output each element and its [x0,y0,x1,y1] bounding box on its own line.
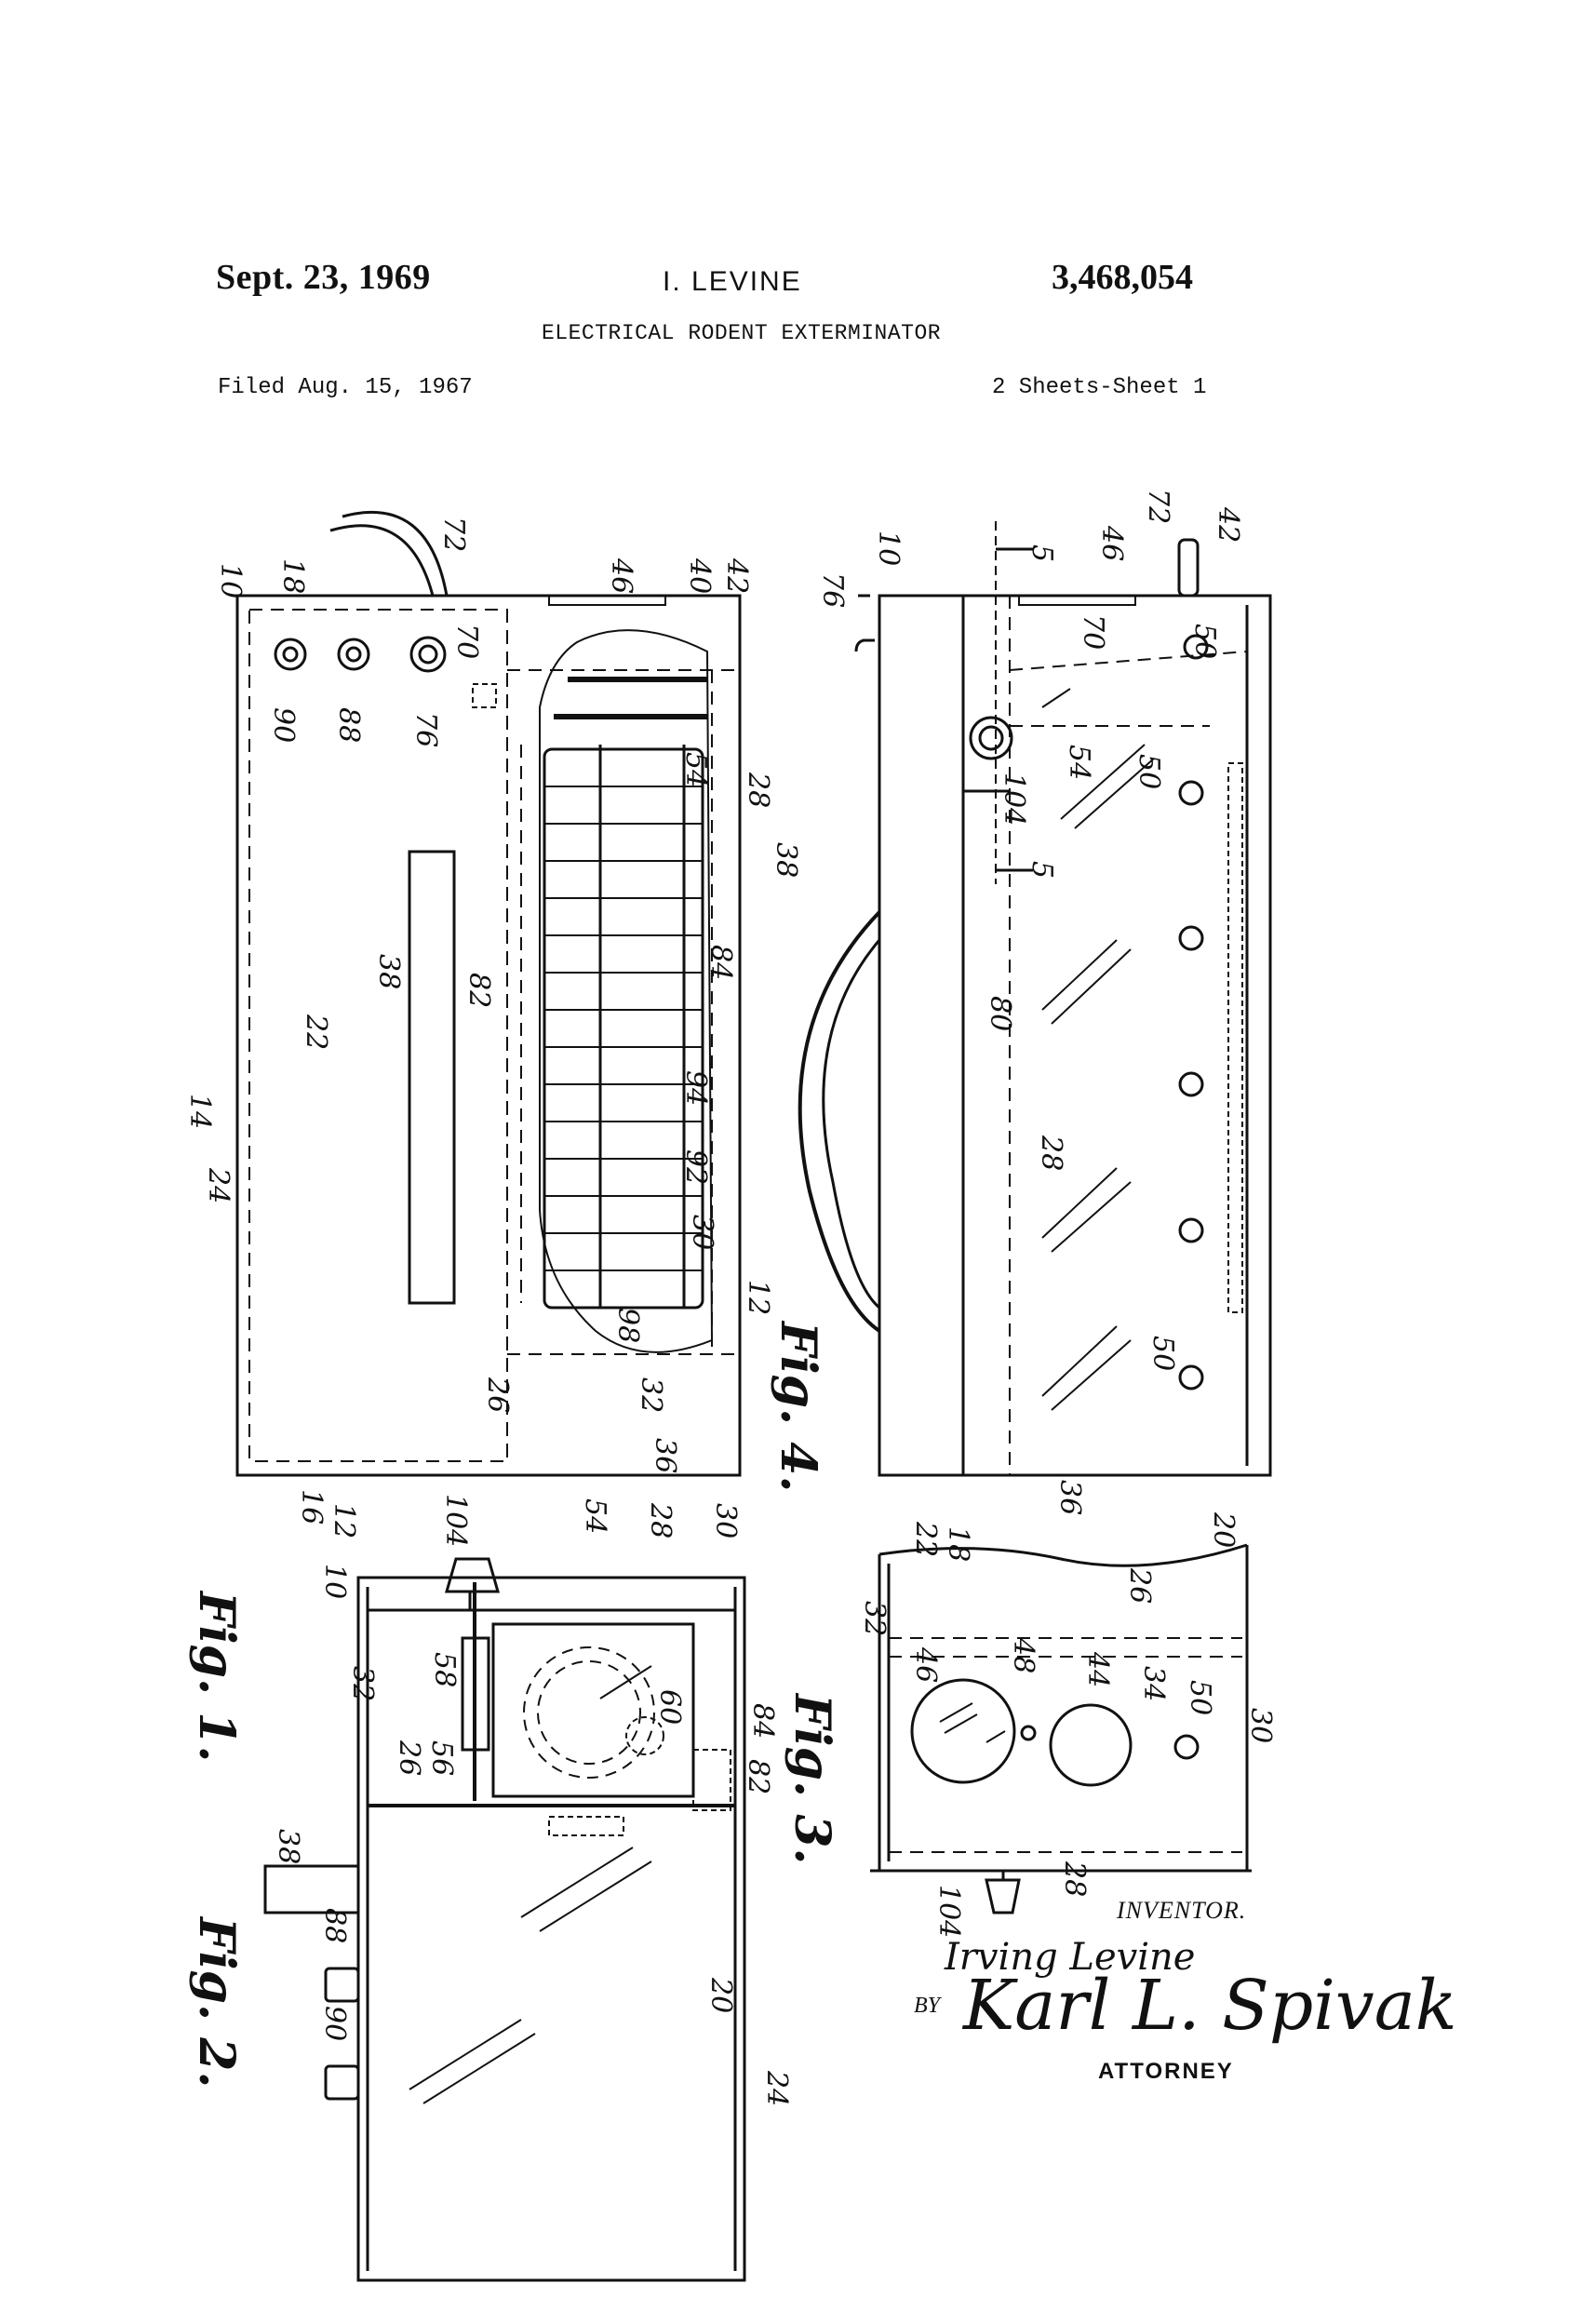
svg-text:26: 26 [393,1740,425,1776]
svg-text:50: 50 [1184,1680,1216,1715]
svg-text:70: 70 [450,624,483,659]
svg-text:46: 46 [909,1646,942,1683]
svg-text:42: 42 [720,557,753,594]
patent-date: Sept. 23, 1969 [216,258,431,297]
svg-text:26: 26 [481,1377,514,1413]
svg-text:14: 14 [183,1094,216,1129]
figure-4-drawing [798,521,1272,1477]
svg-text:46: 46 [605,557,637,594]
filed-date: Filed Aug. 15, 1967 [218,375,473,400]
by-label: BY [914,1994,941,2018]
svg-text:34: 34 [1137,1666,1170,1701]
figure-2-label: Fig. 2. [188,1915,245,2089]
svg-text:28: 28 [1035,1135,1067,1171]
svg-text:32: 32 [635,1377,667,1413]
svg-text:28: 28 [742,772,774,808]
svg-text:60: 60 [653,1689,686,1725]
svg-text:92: 92 [679,1149,712,1185]
svg-text:76: 76 [816,572,849,608]
svg-text:28: 28 [644,1502,677,1538]
svg-text:44: 44 [1081,1651,1114,1687]
inventor-name: I. LEVINE [663,266,802,297]
svg-text:10: 10 [214,563,247,598]
svg-text:82: 82 [463,973,495,1008]
svg-text:90: 90 [267,707,300,743]
svg-text:18: 18 [942,1526,974,1562]
svg-text:40: 40 [683,557,716,594]
svg-text:48: 48 [1007,1637,1039,1673]
svg-text:54: 54 [1063,745,1095,780]
svg-text:90: 90 [318,2006,351,2041]
svg-text:12: 12 [328,1503,360,1538]
svg-text:38: 38 [770,842,802,878]
svg-text:24: 24 [760,2070,793,2106]
svg-text:10: 10 [872,531,905,566]
svg-text:94: 94 [679,1070,712,1106]
svg-text:72: 72 [437,517,470,552]
svg-text:30: 30 [1244,1708,1277,1743]
svg-text:46: 46 [1095,525,1128,561]
attorney-signature: Karl L. Spivak [963,1966,1457,2046]
svg-text:38: 38 [372,954,405,989]
svg-text:54: 54 [679,752,712,787]
sheet-count: 2 Sheets-Sheet 1 [992,375,1207,400]
svg-text:36: 36 [649,1438,681,1473]
svg-text:28: 28 [1058,1861,1091,1897]
svg-text:10: 10 [318,1564,351,1599]
svg-text:30: 30 [686,1215,718,1250]
svg-text:16: 16 [295,1489,328,1525]
svg-text:104: 104 [439,1494,472,1547]
figure-1-label: Fig. 1. [188,1590,245,1763]
svg-text:82: 82 [742,1759,774,1794]
svg-text:20: 20 [1207,1511,1240,1548]
figure-2-drawing [263,1557,746,2282]
svg-text:36: 36 [1053,1480,1086,1515]
attorney-label: ATTORNEY [1098,2059,1234,2084]
svg-text:58: 58 [428,1652,461,1687]
inventor-label: INVENTOR. [1117,1897,1247,1924]
svg-text:20: 20 [704,1977,737,2013]
svg-text:104: 104 [932,1885,965,1938]
svg-text:50: 50 [1133,754,1165,789]
svg-text:5: 5 [1026,861,1058,879]
svg-text:18: 18 [276,558,309,594]
figure-4-label: Fig. 4. [770,1320,826,1493]
figure-3-drawing [870,1543,1252,1914]
svg-text:80: 80 [984,996,1016,1031]
figure-1-drawing [235,510,742,1477]
svg-text:32: 32 [858,1601,891,1636]
svg-text:42: 42 [1212,506,1244,543]
svg-text:32: 32 [346,1666,379,1701]
svg-text:50: 50 [1146,1336,1179,1371]
svg-text:22: 22 [300,1014,332,1050]
patent-number: 3,468,054 [1052,258,1193,297]
svg-text:56: 56 [425,1740,458,1776]
svg-text:12: 12 [742,1280,774,1315]
svg-text:26: 26 [1123,1567,1156,1604]
svg-text:22: 22 [909,1521,942,1557]
patent-title: ELECTRICAL RODENT EXTERMINATOR [542,321,942,345]
svg-text:88: 88 [332,707,365,743]
svg-text:70: 70 [1077,614,1109,650]
svg-text:84: 84 [704,945,737,980]
svg-text:30: 30 [709,1503,742,1538]
svg-text:84: 84 [746,1703,779,1739]
svg-text:54: 54 [579,1498,611,1534]
reference-numerals: 10 18 72 46 40 42 90 88 76 70 54 28 38 8… [183,489,1277,2106]
svg-text:88: 88 [318,1908,351,1943]
svg-text:72: 72 [1142,489,1174,524]
svg-text:24: 24 [202,1167,235,1203]
svg-text:98: 98 [611,1308,644,1343]
svg-text:38: 38 [272,1829,304,1864]
svg-text:76: 76 [409,712,442,747]
figure-3-label: Fig. 3. [784,1692,840,1865]
inventor-signature: Irving Levine [945,1936,1196,1979]
svg-text:104: 104 [998,772,1030,826]
svg-text:5: 5 [1026,544,1058,562]
svg-text:50: 50 [1188,624,1221,659]
